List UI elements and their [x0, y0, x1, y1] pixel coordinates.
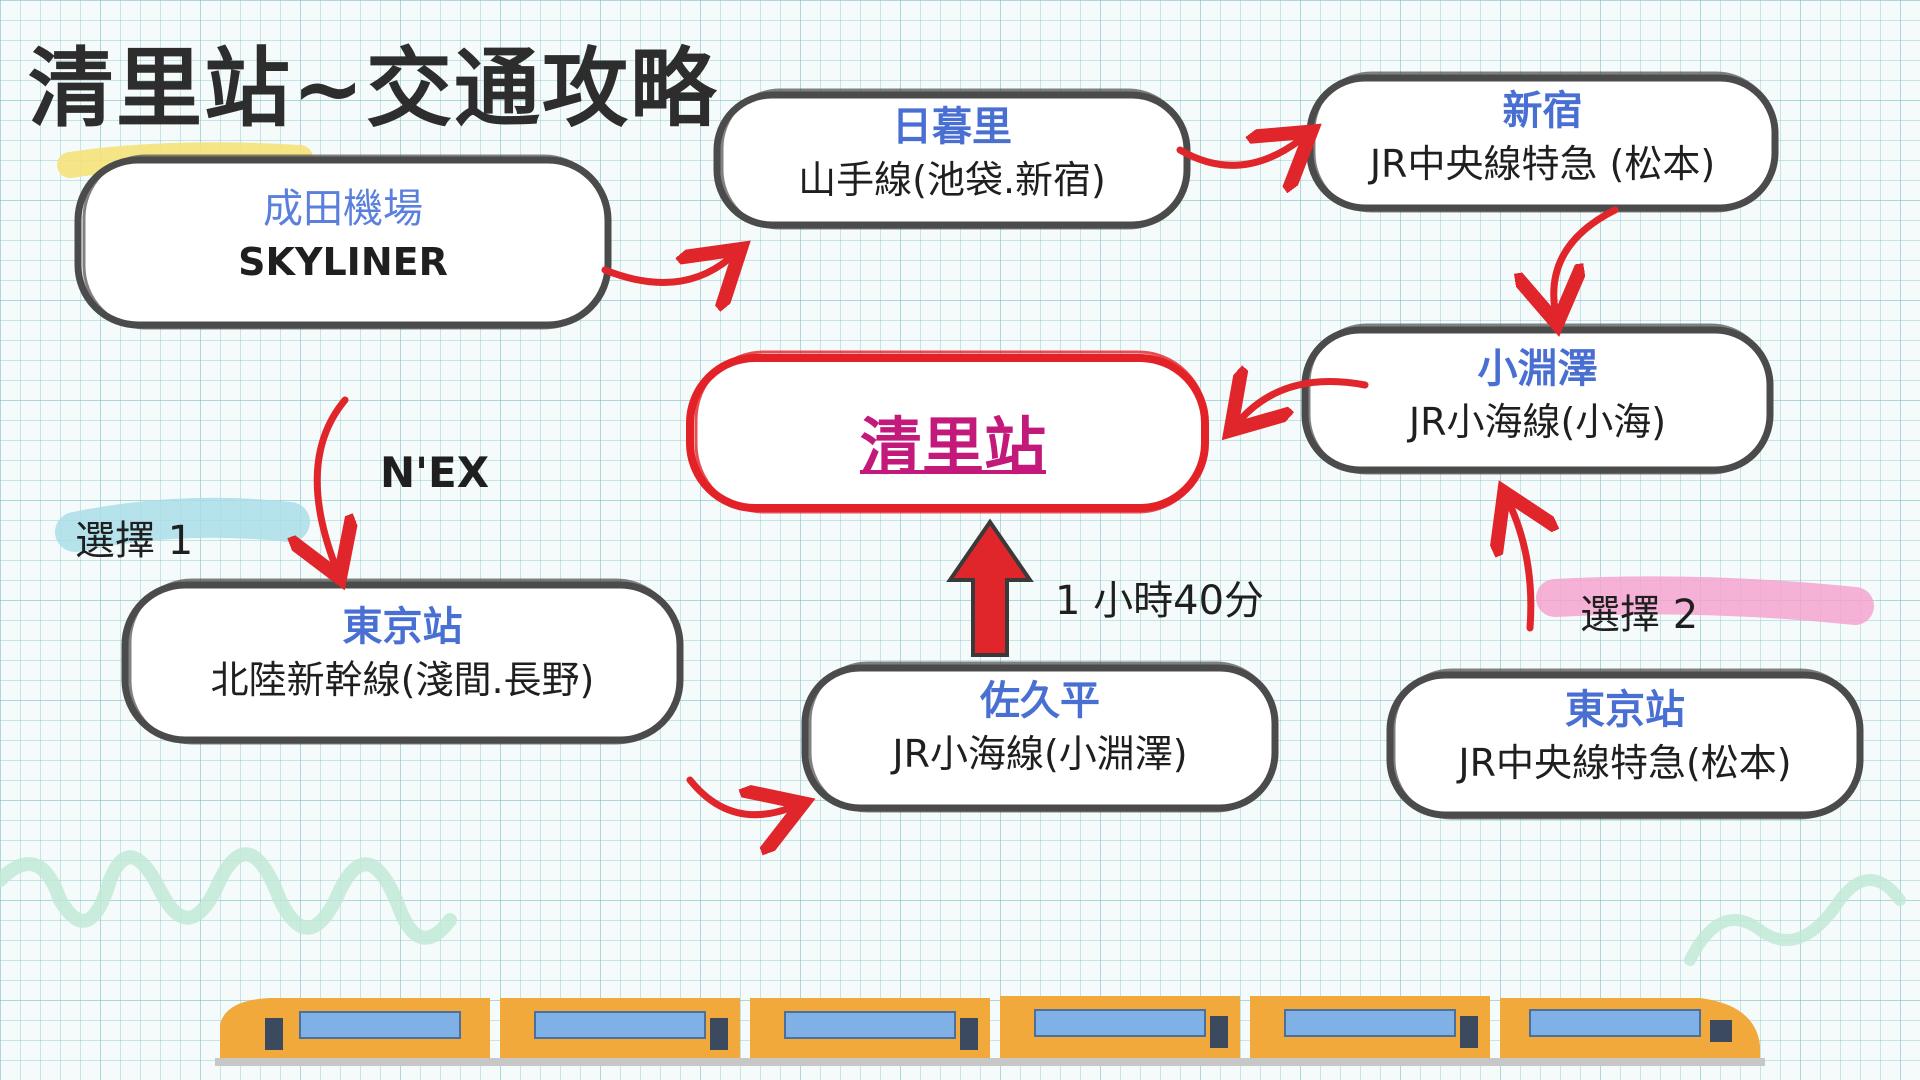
station-name: 佐久平: [980, 678, 1100, 724]
box-fill-shinjuku: [1310, 78, 1775, 208]
arrow-sakudaira-to-destination: [946, 518, 1034, 657]
destination-label: 清里站: [860, 410, 1047, 483]
highlight-blue: [55, 497, 310, 552]
station-name: 東京站: [342, 604, 463, 650]
line-name: JR中央線特急(松本): [1458, 741, 1792, 785]
arrow-tokyo1-to-sakudaira: [686, 776, 790, 815]
arrow-narita-to-nippori: [601, 258, 730, 283]
decorative-wave-right: [1684, 874, 1906, 966]
line-name: JR小海線(小海): [1408, 400, 1667, 444]
line-name: JR中央線特急 (松本): [1369, 142, 1716, 186]
arrow-nippori-to-shinjuku: [1176, 140, 1300, 165]
box-border-tokyo2: [1386, 671, 1864, 819]
box-fill-tokyo2: [1390, 675, 1860, 815]
box-fill-sakudaira: [805, 668, 1275, 808]
train-icon: [215, 996, 1765, 1066]
arrow-narita-to-tokyo1: [317, 396, 345, 565]
decorative-wave: [0, 847, 457, 945]
station-name: 小淵澤: [1477, 346, 1598, 392]
station-name: 新宿: [1502, 88, 1583, 134]
box-sakudaira: 佐久平 JR小海線(小淵澤): [805, 674, 1275, 780]
box-fill-tokyo1: [125, 585, 680, 740]
option-1-label: 選擇 1: [75, 518, 194, 564]
arrow-tokyo2-to-kobuchizawa: [1510, 505, 1531, 632]
box-fill-narita: [78, 160, 608, 325]
arrow-kobuchizawa-to-destination: [1240, 382, 1369, 420]
duration-label: 1 小時40分: [1055, 578, 1265, 624]
page-title: 清里站~交通攻略: [28, 39, 719, 139]
arrow-shinjuku-to-kobuchizawa: [1554, 206, 1619, 310]
box-shinjuku: 新宿 JR中央線特急 (松本): [1310, 84, 1775, 190]
station-name: 成田機場: [263, 186, 423, 232]
line-name: JR小海線(小淵澤): [892, 732, 1188, 776]
station-name: 日暮里: [892, 104, 1012, 150]
nex-label: N'EX: [380, 448, 490, 497]
box-fill-kobuchizawa: [1305, 330, 1770, 470]
box-border-tokyo1: [121, 581, 684, 744]
box-nippori: 日暮里 山手線(池袋.新宿): [717, 100, 1187, 206]
box-fill-nippori: [717, 95, 1187, 225]
station-name: 東京站: [1565, 687, 1685, 733]
box-tokyo1: 東京站 北陸新幹線(淺間.長野): [125, 600, 680, 706]
line-name: SKYLINER: [238, 240, 448, 284]
box-kobuchizawa: 小淵澤 JR小海線(小海): [1305, 342, 1770, 448]
box-tokyo2: 東京站 JR中央線特急(松本): [1390, 683, 1860, 789]
line-name: 山手線(池袋.新宿): [798, 158, 1106, 202]
highlight-pink: [1536, 576, 1874, 625]
box-fill-destination: [690, 358, 1205, 508]
box-border-narita: [74, 156, 612, 329]
line-name: 北陸新幹線(淺間.長野): [210, 658, 595, 702]
box-narita: 成田機場 SKYLINER: [78, 182, 608, 288]
option-2-label: 選擇 2: [1580, 592, 1699, 638]
